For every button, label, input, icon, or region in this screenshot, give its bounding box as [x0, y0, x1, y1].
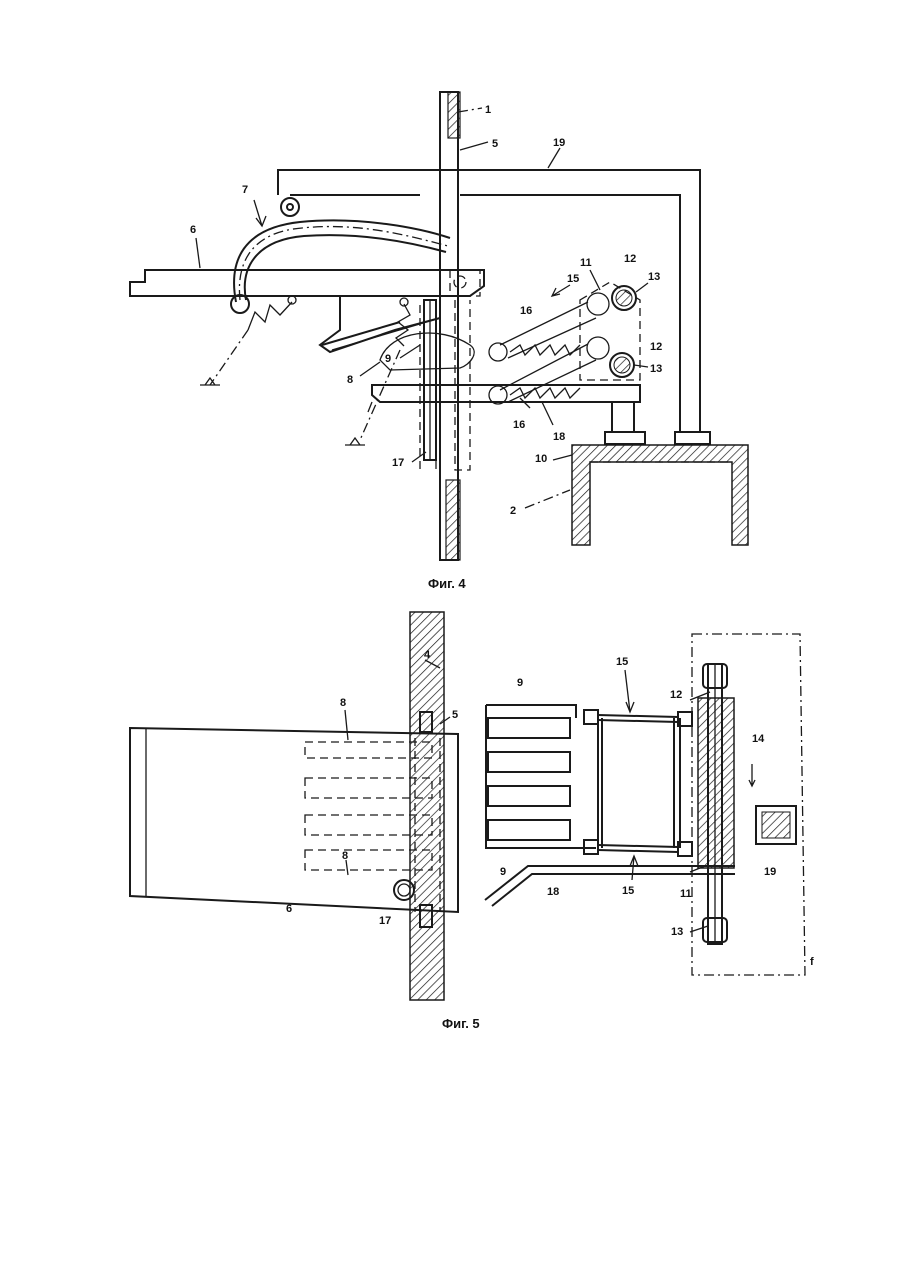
spring-right [345, 298, 410, 445]
label-19: 19 [764, 866, 776, 878]
label-12: 12 [670, 689, 682, 701]
fig5-labels: 4 8 5 9 15 12 14 9 18 15 11 19 6 17 8 13… [286, 649, 814, 968]
label-8a: 8 [340, 697, 346, 709]
label-8: 8 [347, 374, 353, 386]
figure-5: 4 8 5 9 15 12 14 9 18 15 11 19 6 17 8 13… [130, 612, 814, 1031]
figure-5-caption: Фиг. 5 [442, 1016, 480, 1031]
label-15a: 15 [616, 656, 628, 668]
wall-post [440, 92, 460, 560]
figure-4: 1 5 19 7 6 11 12 13 15 16 12 13 8 9 16 1… [130, 92, 748, 591]
beam-10 [572, 432, 748, 545]
label-f: f [810, 956, 814, 968]
figure-4-caption: Фиг. 4 [428, 576, 466, 591]
label-6: 6 [190, 224, 196, 236]
rail-18 [485, 866, 735, 906]
link-bars-15 [584, 710, 692, 856]
label-12b: 12 [650, 341, 662, 353]
bar-6-top-view [130, 728, 458, 912]
label-13: 13 [671, 926, 683, 938]
label-18: 18 [553, 431, 565, 443]
label-13a: 13 [648, 271, 660, 283]
label-5: 5 [452, 709, 458, 721]
label-11: 11 [580, 257, 592, 269]
label-9a: 9 [517, 677, 523, 689]
label-13b: 13 [650, 363, 662, 375]
label-9: 9 [385, 353, 391, 365]
label-9b: 9 [500, 866, 506, 878]
label-14: 14 [752, 733, 765, 745]
label-12a: 12 [624, 253, 636, 265]
handle-7 [234, 220, 450, 302]
label-1: 1 [485, 104, 491, 116]
label-5: 5 [492, 138, 498, 150]
label-19: 19 [553, 137, 565, 149]
lever-8 [320, 296, 440, 352]
label-4: 4 [424, 649, 431, 661]
label-6: 6 [286, 903, 292, 915]
label-10: 10 [535, 453, 547, 465]
label-17: 17 [392, 457, 404, 469]
label-7: 7 [242, 184, 248, 196]
plate-9 [486, 705, 680, 848]
label-11: 11 [680, 888, 692, 900]
label-8b: 8 [342, 850, 348, 862]
rod-17 [424, 300, 436, 460]
label-18: 18 [547, 886, 559, 898]
label-2: 2 [510, 505, 516, 517]
label-16a: 16 [520, 305, 532, 317]
bar-6 [130, 270, 484, 313]
label-17: 17 [379, 915, 391, 927]
plate-11-top [698, 664, 734, 944]
label-16b: 16 [513, 419, 525, 431]
label-15: 15 [567, 273, 579, 285]
plate-11 [580, 282, 640, 432]
label-15b: 15 [622, 885, 634, 897]
